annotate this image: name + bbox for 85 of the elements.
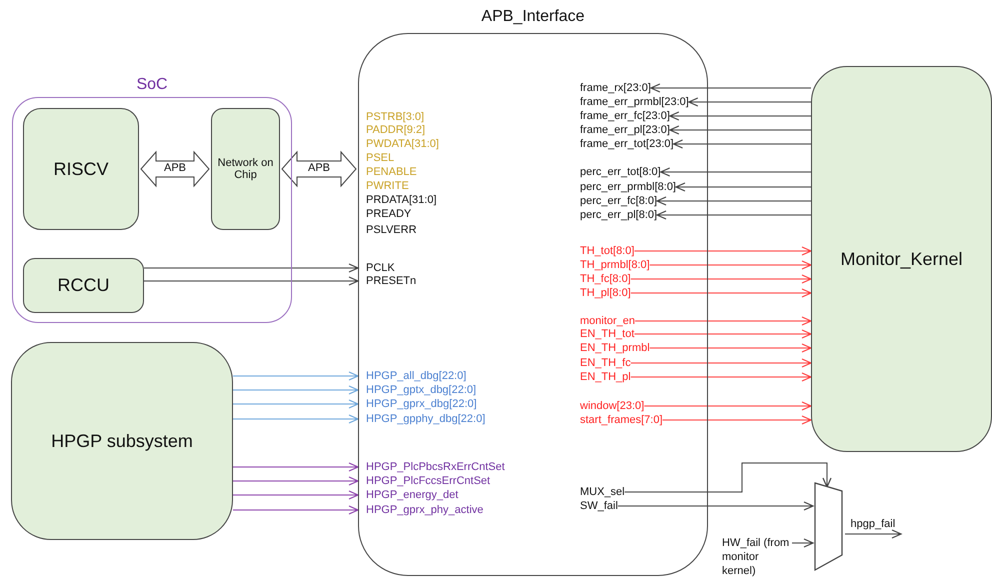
signal-label: HPGP_PlcFccsErrCntSet [358,475,490,487]
module-box: RCCU [23,258,144,313]
signal-label: HPGP_gptx_dbg[22:0] [358,384,476,396]
signal-label: PWRITE [366,180,409,192]
elbow-arrow [624,462,832,492]
signal-label: monitor_en [580,315,636,327]
arrow [656,196,812,206]
signal-label: EN_TH_pl [580,371,631,383]
arrow [644,401,812,411]
signal-label: frame_rx[23:0] [580,82,651,94]
arrow [232,371,359,381]
arrow [232,462,359,472]
arrow [634,246,812,256]
signal-label: PSEL [366,152,394,164]
signal-label: perc_err_fc[8:0] [580,195,658,207]
module-box: Network on Chip [211,108,280,230]
signal-label: HPGP_all_dbg[22:0] [358,370,466,382]
arrow [144,263,359,273]
signal-label: frame_err_tot[23:0] [580,138,674,150]
signal-label: TH_tot[8:0] [580,245,634,257]
signal-label: PSLVERR [366,224,417,236]
signal-label: PADDR[9:2] [366,124,426,136]
signal-label: start_frames[7:0] [580,414,663,426]
arrow [634,316,812,326]
signal-label: perc_err_prmbl[8:0] [580,181,676,193]
signal-label: HW_fail (from monitor kernel) [722,536,792,578]
arrow [649,343,812,353]
arrow [660,167,812,177]
multiplexer-symbol [813,480,845,572]
arrow [649,260,812,270]
signal-label: PWDATA[31:0] [366,138,439,150]
block-title: APB_Interface [480,7,586,27]
arrow [672,139,812,149]
signal-label: perc_err_tot[8:0] [580,166,661,178]
signal-label: HPGP_gprx_phy_active [358,504,484,516]
signal-label: PENABLE [366,166,417,178]
arrow [662,415,812,425]
signal-label: window[23:0] [580,400,644,412]
signal-label: TH_fc[8:0] [580,273,631,285]
arrow [630,358,812,368]
arrow [232,399,359,409]
module-box: RISCV [23,108,139,230]
signal-label: SW_fail [580,500,618,512]
arrow [232,505,359,515]
signal-label: PSTRB[3:0] [366,111,424,123]
signal-label: HPGP_gprx_dbg[22:0] [358,398,477,410]
arrow [634,329,812,339]
signal-label: PRDATA[31:0] [366,194,437,206]
signal-label: EN_TH_fc [580,357,631,369]
arrow [232,385,359,395]
arrow [232,476,359,486]
arrow [650,83,812,93]
signal-label: TH_prmbl[8:0] [580,259,650,271]
signal-label: HPGP_gpphy_dbg[22:0] [358,413,486,425]
signal-label: perc_err_pl[8:0] [580,209,658,221]
arrow [656,210,812,220]
arrow [792,538,814,548]
module-box: Monitor_Kernel [811,66,992,452]
signal-label: frame_err_pl[23:0] [580,124,670,136]
signal-label: frame_err_fc[23:0] [580,110,670,122]
signal-label: EN_TH_prmbl [580,342,650,354]
signal-label: PRESETn [358,275,416,287]
edge-label: hpgp_fail [850,518,896,531]
signal-label: PREADY [366,208,412,220]
arrow [630,288,812,298]
arrow [669,111,812,121]
arrow [144,276,359,286]
arrow [669,125,812,135]
signal-label: HPGP_PlcPbcsRxErrCntSet [358,461,505,473]
arrow [232,490,359,500]
arrow [617,501,814,511]
arrow [844,529,902,539]
signal-label: PCLK [358,262,395,274]
signal-label: HPGP_energy_det [358,489,458,501]
module-box: HPGP subsystem [11,342,233,540]
signal-label: frame_err_prmbl[23:0] [580,96,689,108]
arrow [630,372,812,382]
arrow [630,274,812,284]
arrow [232,414,359,424]
signal-label: MUX_sel [580,486,625,498]
block-title: SoC [135,76,169,93]
signal-label: EN_TH_tot [580,328,634,340]
signal-label: TH_pl[8:0] [580,287,631,299]
arrow [675,182,812,192]
arrow [688,97,812,107]
